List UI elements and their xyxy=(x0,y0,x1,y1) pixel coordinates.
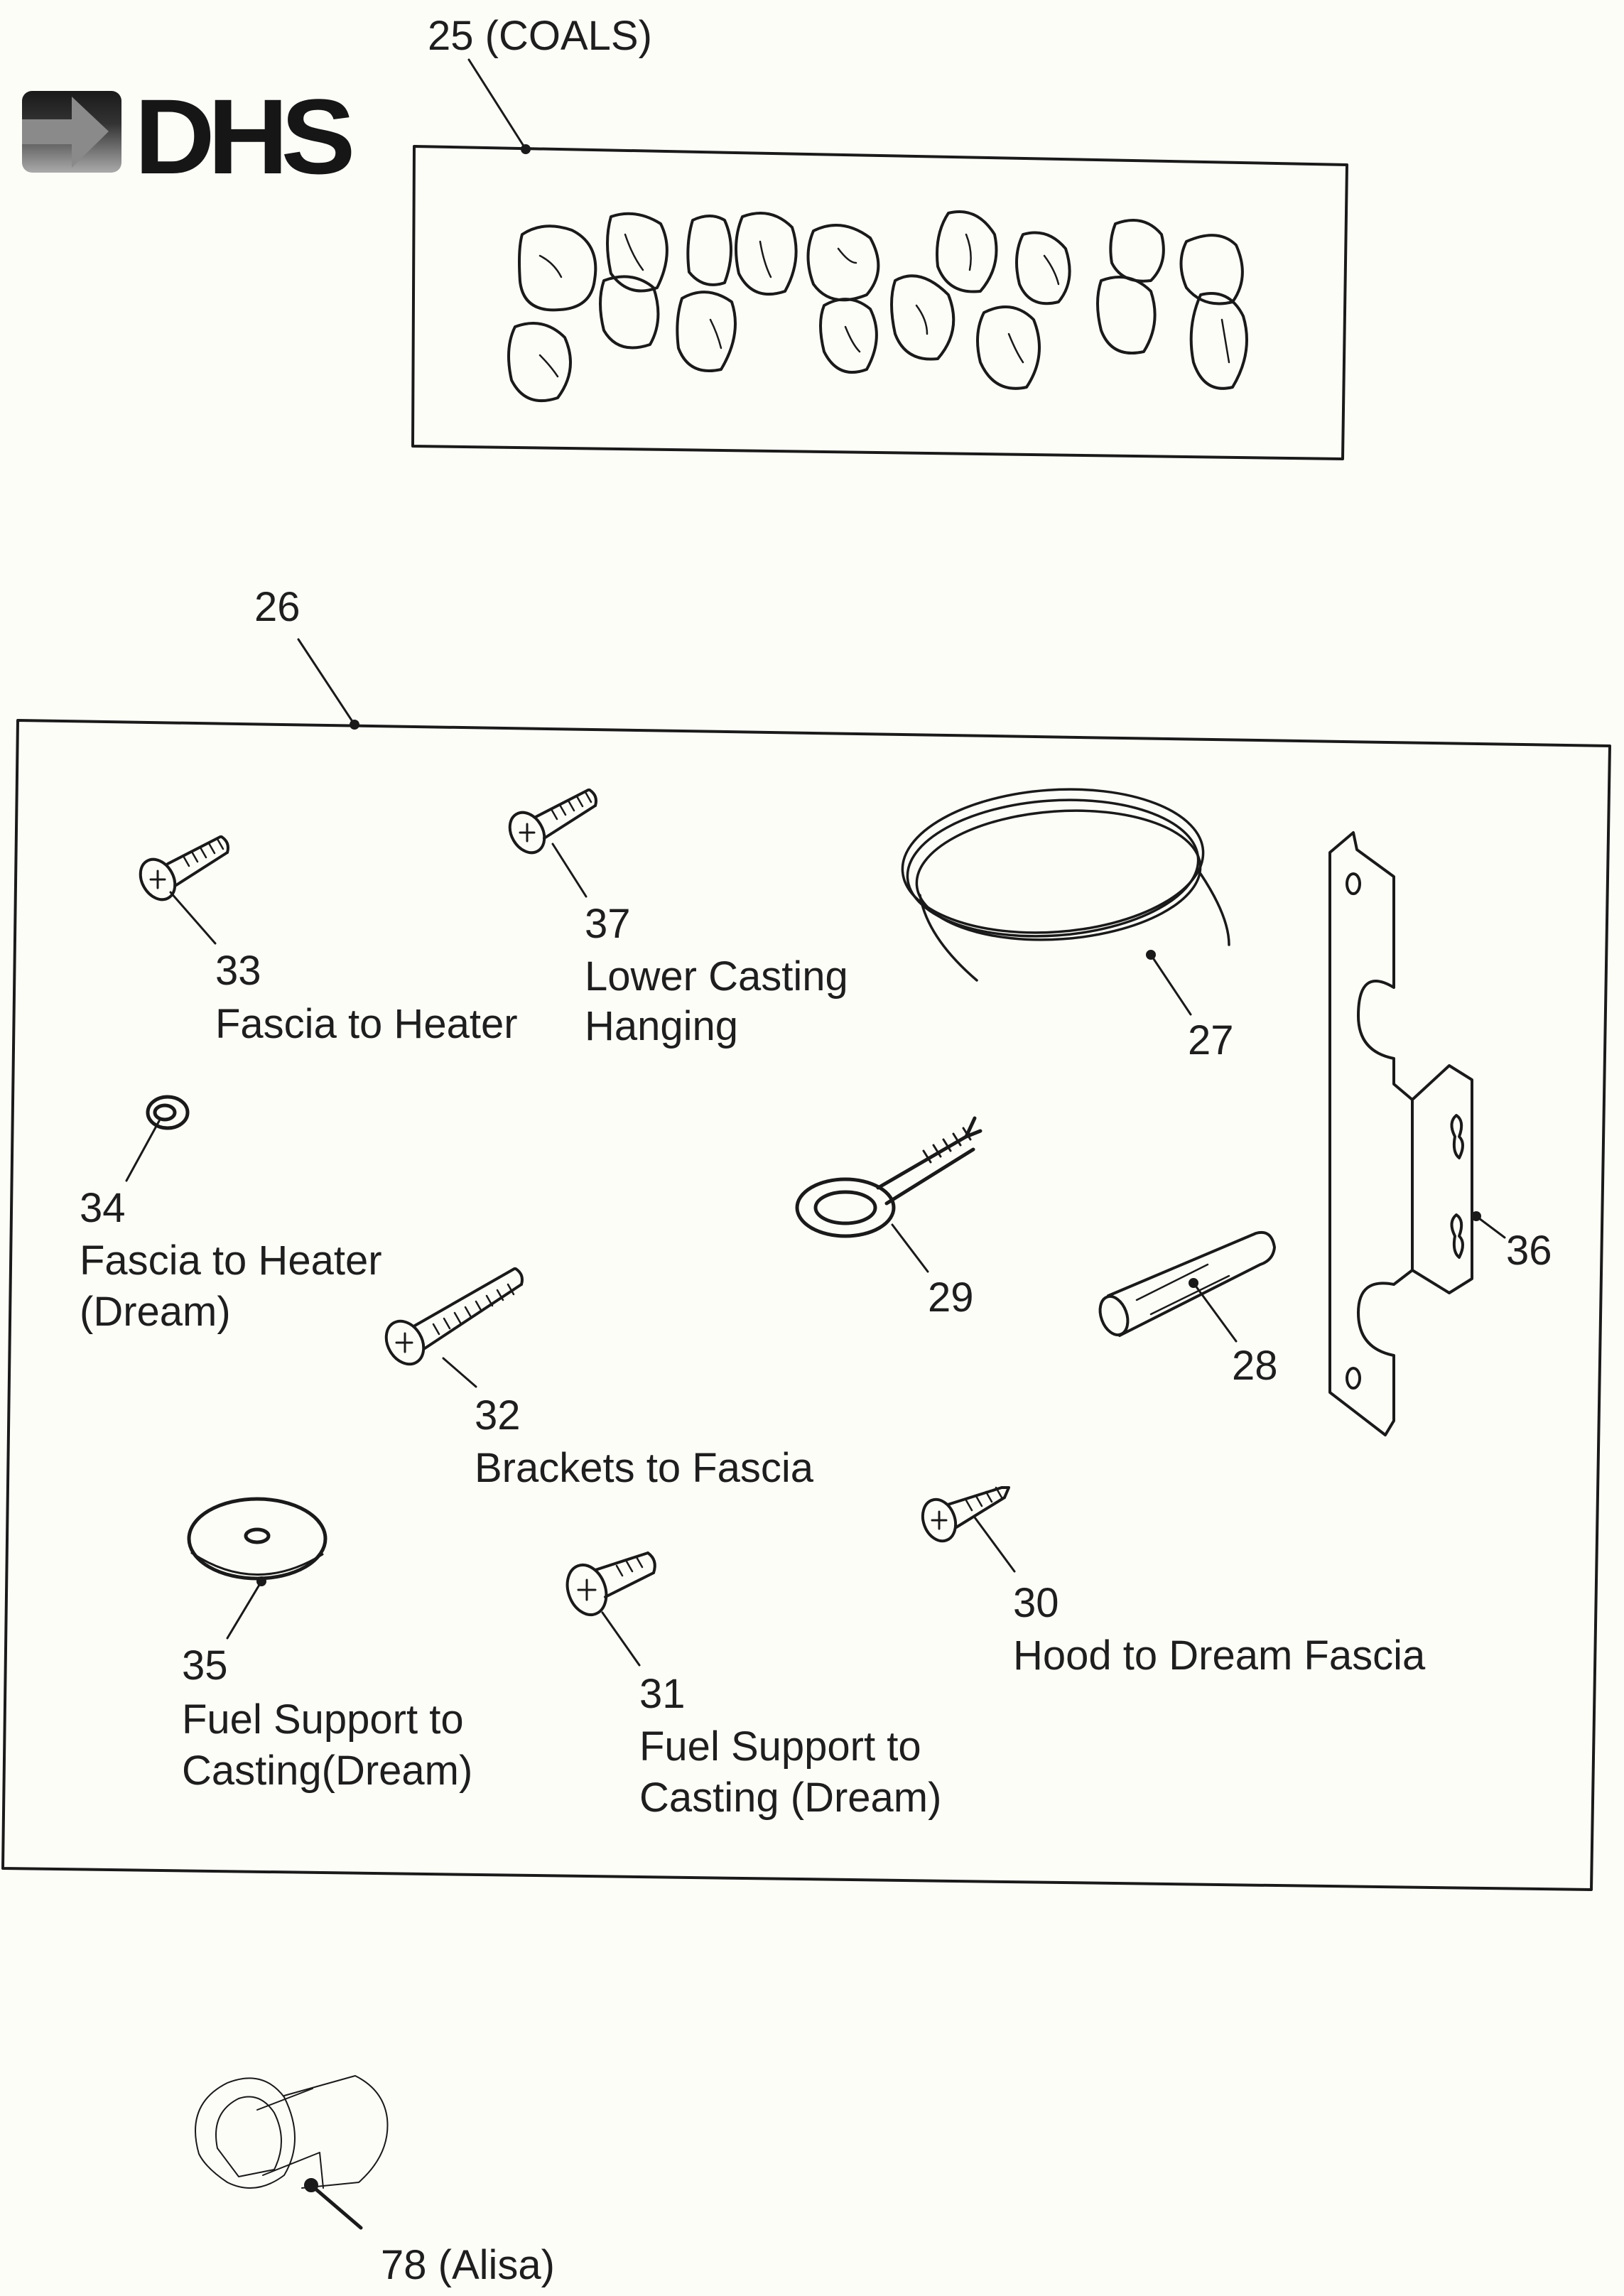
part-description: Lower Casting xyxy=(585,953,848,1000)
kit-leader xyxy=(297,638,356,726)
part-number: 34 xyxy=(80,1185,126,1231)
part-number: 28 xyxy=(1232,1343,1278,1389)
part-description: Casting(Dream) xyxy=(182,1748,473,1794)
part-description: Fuel Support to xyxy=(639,1723,921,1770)
part-number: 33 xyxy=(215,948,261,994)
kit-callout: 26 xyxy=(254,584,301,630)
coals-icon xyxy=(507,210,1248,403)
part-number: 35 xyxy=(182,1642,228,1689)
part-number: 32 xyxy=(475,1392,521,1439)
part-number: 30 xyxy=(1013,1580,1059,1626)
screw-30-icon xyxy=(921,1486,1010,1543)
bracket-icon xyxy=(1328,831,1473,1436)
part-number: 37 xyxy=(585,901,631,947)
arrow-logo-icon xyxy=(22,91,121,173)
wire-coil-icon xyxy=(901,788,1230,982)
part-description: Fuel Support to xyxy=(182,1696,464,1743)
bushing-callout: 78 (Alisa) xyxy=(381,2242,555,2288)
screw-37-icon xyxy=(508,789,597,855)
coals-leader xyxy=(467,58,527,151)
part-description: Fascia to Heater xyxy=(80,1238,382,1284)
part-description: Brackets to Fascia xyxy=(475,1445,814,1491)
part-number: 29 xyxy=(928,1274,974,1321)
wall-plug-icon xyxy=(1098,1231,1276,1337)
part-description: Fascia to Heater xyxy=(215,1001,518,1047)
bushing-icon xyxy=(195,2075,389,2189)
screw-33-icon xyxy=(139,835,229,901)
coals-frame xyxy=(411,145,1348,460)
logo-text: DHS xyxy=(134,77,356,196)
part-description: Hood to Dream Fascia xyxy=(1013,1632,1426,1679)
washer-icon xyxy=(187,1497,327,1581)
clip-icon xyxy=(146,1095,190,1130)
eye-screw-icon xyxy=(795,1116,982,1238)
coals-callout: 25 (COALS) xyxy=(428,13,652,59)
part-description: (Dream) xyxy=(80,1289,231,1335)
part-number: 36 xyxy=(1506,1228,1552,1274)
part-description: Hanging xyxy=(585,1003,739,1049)
dhs-logo: DHS xyxy=(22,77,377,196)
screw-32-icon xyxy=(384,1267,524,1366)
part-number: 27 xyxy=(1188,1017,1234,1063)
part-number: 31 xyxy=(639,1671,686,1717)
part-description: Casting (Dream) xyxy=(639,1775,942,1821)
hardware-kit-frame xyxy=(1,719,1611,1891)
screw-31-icon xyxy=(565,1552,656,1616)
